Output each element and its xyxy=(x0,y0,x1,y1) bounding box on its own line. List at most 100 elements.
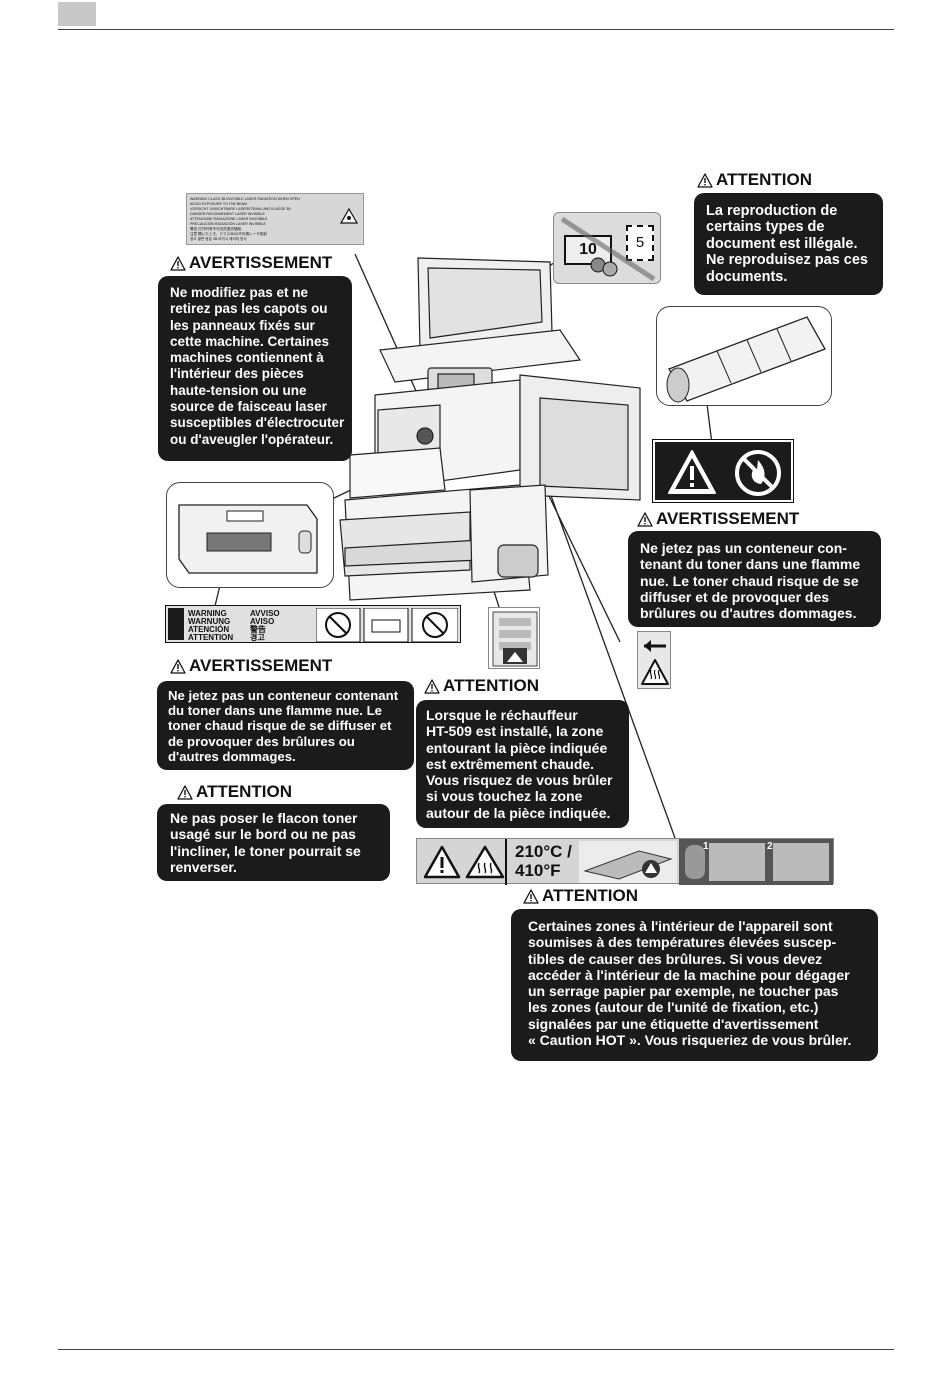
notice-line: brûlures ou d'autres dommages. xyxy=(640,605,857,622)
notice-line: les zones (autour de l'unité de fixation… xyxy=(528,999,819,1016)
laser-label-line: ATTENZIONE RADIAZIONE LASER INVISIBILE xyxy=(190,217,268,221)
step-2-image xyxy=(773,843,829,881)
covers-warning-heading: AVERTISSEMENT xyxy=(170,253,332,273)
label-entry: AVISO xyxy=(250,617,275,626)
notice-line: document est illégale. xyxy=(706,235,858,252)
step-1-image xyxy=(709,843,765,881)
notice-line: Certaines zones à l'intérieur de l'appar… xyxy=(528,918,833,934)
temperature-celsius: 210°C / xyxy=(515,842,572,861)
notice-line: Ne jetez pas un conteneur con- xyxy=(640,540,847,556)
label-col-2: AVVISO AVISO 警告 경고 xyxy=(250,610,312,642)
notice-line: Vous risquez de vous brûler xyxy=(426,772,613,789)
heading-text: AVERTISSEMENT xyxy=(656,509,800,528)
fuser-image xyxy=(579,841,677,883)
notice-line: toner chaud risque de se diffuser et xyxy=(168,718,392,734)
notice-line: usagé sur le bord ou ne pas xyxy=(170,826,356,843)
steps-panel: 1 2 xyxy=(679,839,833,885)
header-rule xyxy=(58,29,894,30)
label-pictograms xyxy=(316,608,458,642)
laser-label-line: WARNING CLASS 3B INVISIBLE LASER RADIATI… xyxy=(190,197,300,201)
heading-text: ATTENTION xyxy=(443,676,540,695)
label-entry: 경고 xyxy=(250,633,265,642)
laser-warning-label: WARNING CLASS 3B INVISIBLE LASER RADIATI… xyxy=(186,193,364,245)
arrow-left-icon xyxy=(644,640,651,652)
notice-line: l'incliner, le toner pourrait se xyxy=(170,842,361,859)
heading-text: ATTENTION xyxy=(716,170,813,189)
temperature-readout: 210°C / 410°F xyxy=(515,842,572,880)
hot-zone-caution-box: Certaines zones à l'intérieur de l'appar… xyxy=(511,909,878,1061)
waste-toner-box-callout xyxy=(166,482,334,588)
label-entry: 警告 xyxy=(250,625,266,634)
notice-line: susceptibles d'électrocuter xyxy=(170,415,345,431)
notice-line: nue. Le toner chaud risque de se xyxy=(640,572,859,589)
notice-line: accéder à l'intérieur de la machine pour… xyxy=(528,966,850,983)
header-tab xyxy=(58,2,96,26)
toner-fire-warning-left-heading: AVERTISSEMENT xyxy=(170,656,332,676)
notice-line: machines contiennent à xyxy=(170,350,324,366)
strip-divider xyxy=(505,839,507,885)
notice-line: un serrage papier par exemple, ne touche… xyxy=(528,983,839,1000)
notice-line: ou d'aveugler l'opérateur. xyxy=(170,431,334,447)
fire-warning-label xyxy=(652,439,794,503)
notice-line: entourant la pièce indiquée xyxy=(426,739,608,756)
notice-line: HT-509 est installé, la zone xyxy=(426,723,604,740)
label-col-1: WARNING WARNUNG ATENCIÓN ATTENTION xyxy=(188,610,246,642)
heading-text: AVERTISSEMENT xyxy=(189,656,333,675)
laser-label-line: VORSICHT UNSICHTBARE LASERSTRAHLUNG KLAS… xyxy=(190,207,291,211)
toner-bottle xyxy=(666,316,826,403)
temperature-warning-strip: 210°C / 410°F 1 2 xyxy=(416,838,834,885)
notice-line: de provoquer des brûlures ou xyxy=(168,733,355,749)
laser-label-line: PRECAUCIÓN RADIACIÓN LÁSER INVISIBLE xyxy=(190,222,266,226)
heading-text: ATTENTION xyxy=(196,782,293,801)
label-entry: ATENCIÓN xyxy=(188,625,230,634)
notice-line: diffuser et de provoquer des xyxy=(640,588,830,605)
notice-line: tenant du toner dans une flamme xyxy=(640,556,861,573)
laser-label-line: 注意 開いたとき、クラス3Bの不可視レーザ放射 xyxy=(190,232,267,236)
notice-line: La reproduction de xyxy=(706,203,838,219)
waste-toner-caution-heading: ATTENTION xyxy=(177,782,292,802)
heater-image xyxy=(488,607,540,669)
notice-line: renverser. xyxy=(170,858,237,875)
toner-fire-warning-right-box: Ne jetez pas un conteneur con- tenant du… xyxy=(628,531,881,627)
warning-triangle-icon xyxy=(424,678,440,694)
covers-warning-box: Ne modifiez pas et ne retirez pas les ca… xyxy=(158,276,352,461)
notice-line: source de faisceau laser xyxy=(170,399,327,415)
notice-line: tibles de causer des brûlures. Si vous d… xyxy=(528,950,823,967)
label-entry: WARNING xyxy=(188,609,227,618)
printer-illustration xyxy=(339,257,641,601)
notice-line: « Caution HOT ». Vous risqueriez de vous… xyxy=(528,1032,852,1049)
notice-line: les panneaux fixés sur xyxy=(170,317,315,333)
laser-label-line: AVOID EXPOSURE TO THE BEAM xyxy=(190,202,248,206)
laser-label-line: 警告 打开时有不可见的激光辐射 xyxy=(190,227,242,231)
heater-caution-box: Lorsque le réchauffeur HT-509 est instal… xyxy=(416,700,629,828)
footer-rule xyxy=(58,1349,894,1350)
notice-line: Lorsque le réchauffeur xyxy=(426,707,578,723)
no-fire-icon xyxy=(735,450,781,496)
warning-triangle-icon xyxy=(637,511,653,527)
notice-line: certains types de xyxy=(706,219,825,236)
label-entry: ATTENTION xyxy=(188,633,234,642)
notice-line: documents. xyxy=(706,268,788,285)
step-2-number: 2 xyxy=(767,841,773,852)
toner-fire-warning-left-box: Ne jetez pas un conteneur contenant du t… xyxy=(157,681,414,770)
warning-triangle-icon xyxy=(177,784,193,800)
heading-text: AVERTISSEMENT xyxy=(189,253,333,272)
notice-line: Ne modifiez pas et ne xyxy=(170,285,309,300)
notice-line: retirez pas les capots ou xyxy=(170,301,328,317)
label-entry: AVVISO xyxy=(250,609,280,618)
laser-label-line: 경고 열면 등급 3B 비가시 레이저 방사 xyxy=(190,237,247,241)
label-entry: WARNUNG xyxy=(188,617,231,626)
notice-line: cette machine. Certaines xyxy=(170,333,330,349)
hot-zone-caution-heading: ATTENTION xyxy=(523,886,638,906)
notice-line: du toner dans une flamme nue. Le xyxy=(168,703,382,719)
warning-triangle-icon xyxy=(170,658,186,674)
heater-caution-heading: ATTENTION xyxy=(424,676,539,696)
warning-triangle-icon xyxy=(523,888,539,904)
heading-text: ATTENTION xyxy=(542,886,639,905)
temperature-fahrenheit: 410°F xyxy=(515,861,561,880)
copy-caution-box: La reproduction de certains types de doc… xyxy=(694,193,883,295)
laser-label-line: DANGER RAYONNEMENT LASER INVISIBLE xyxy=(190,212,265,216)
notice-line: l'intérieur des pièces xyxy=(170,366,304,382)
notice-line: si vous touchez la zone xyxy=(426,788,583,805)
copy-caution-heading: ATTENTION xyxy=(697,170,812,190)
